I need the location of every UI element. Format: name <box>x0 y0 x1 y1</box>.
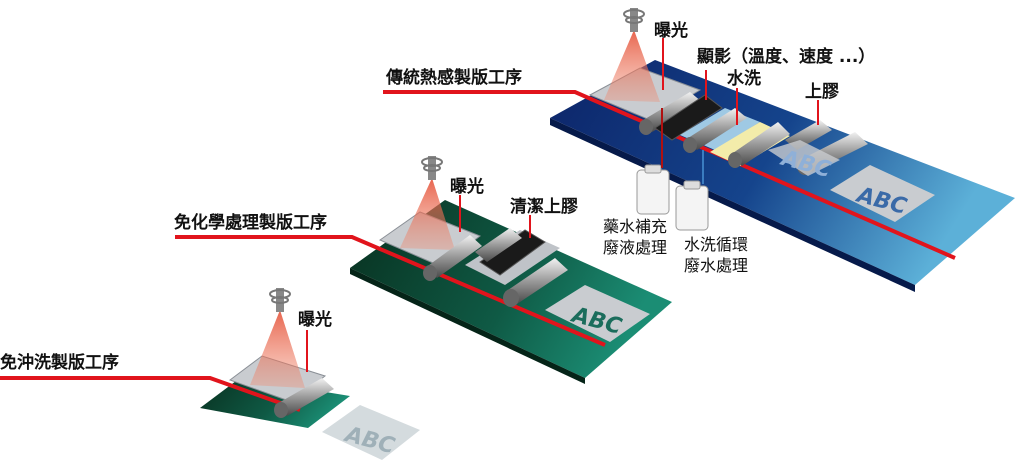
title-processless: 免沖洗製版工序 <box>0 352 119 373</box>
gum-rollers <box>475 228 568 307</box>
process-line-chemfree <box>175 235 606 347</box>
roller-pair <box>423 235 482 281</box>
label-gum: 上膠 <box>805 82 839 102</box>
process-line-processless <box>0 376 301 412</box>
label-water-1: 水洗循環 <box>684 235 748 254</box>
label-develop: 顯影（溫度、速度 ...） <box>697 46 875 67</box>
laser-head-icon <box>623 8 645 32</box>
label-water-2: 廢水處理 <box>684 256 748 275</box>
process-line-traditional <box>383 90 956 260</box>
chemfree-process: ABC 免化學處理製版工序 曝光 清潔上膠 <box>174 156 672 384</box>
plate-output <box>768 140 840 176</box>
laser-beam <box>400 178 455 250</box>
green-platform-edge <box>350 268 585 384</box>
finished-plate: ABC <box>545 285 650 342</box>
label-chem-2: 廢液處理 <box>603 238 667 257</box>
roller-pair-3 <box>728 122 790 168</box>
label-wash: 水洗 <box>727 68 761 89</box>
label-exposure: 曝光 <box>654 20 688 41</box>
laser-head-icon <box>269 288 291 312</box>
roller-pair-2 <box>683 108 747 153</box>
roller <box>274 378 334 418</box>
finished-plate: ABC <box>322 405 420 460</box>
label-chem-1: 藥水補充 <box>603 217 667 236</box>
label-exposure: 曝光 <box>450 176 484 197</box>
chemical-canister <box>636 108 670 215</box>
laser-head-icon <box>421 156 443 180</box>
processless-process: ABC 免沖洗製版工序 曝光 <box>0 288 420 460</box>
title-chemfree: 免化學處理製版工序 <box>174 212 327 233</box>
label-clean-gum: 清潔上膠 <box>510 196 578 217</box>
laser-beam <box>250 310 305 388</box>
label-exposure: 曝光 <box>298 309 332 330</box>
blue-platform-edge <box>550 118 915 292</box>
developer-brush <box>654 94 723 141</box>
roller-pair-1 <box>639 92 702 135</box>
traditional-process: ABC ABC 傳統熱感製版工序 曝光 顯影（溫度、速度 ...） 水洗 上膠 … <box>383 8 1015 292</box>
laser-beam <box>604 30 660 102</box>
water-canister <box>675 150 709 231</box>
title-traditional: 傳統熱感製版工序 <box>385 67 522 88</box>
